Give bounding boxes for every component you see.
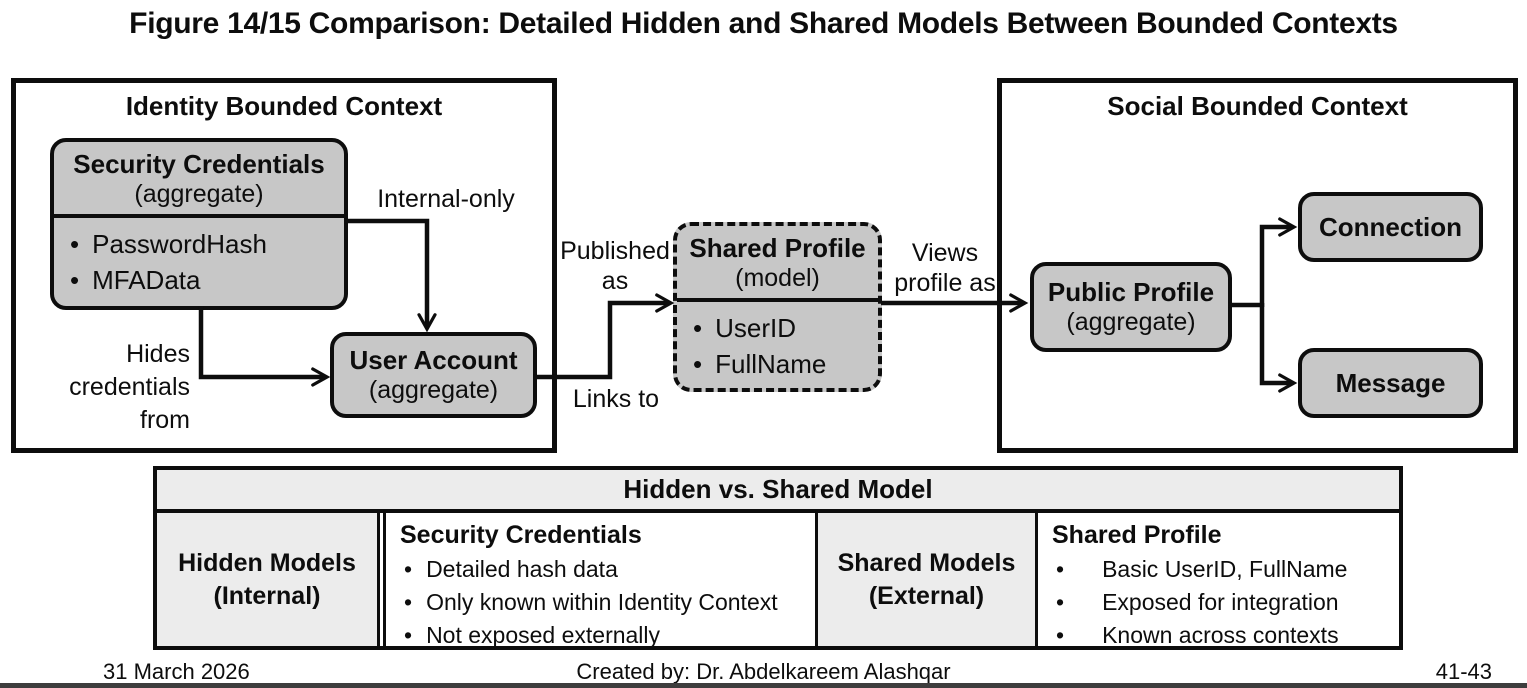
bullet-item: MFAData	[70, 262, 338, 298]
shared-profile-stereotype: (model)	[735, 264, 820, 292]
public-profile-node: Public Profile (aggregate)	[1030, 262, 1232, 352]
security-credentials-node: Security Credentials (aggregate) Passwor…	[50, 138, 348, 310]
message-node: Message	[1298, 348, 1483, 418]
bullet-item: FullName	[693, 346, 872, 382]
bullet-item: Known across contexts	[1052, 619, 1387, 652]
public-profile-stereotype: (aggregate)	[1066, 308, 1196, 336]
shared-models-detail-cell: Shared Profile Basic UserID, FullNameExp…	[1035, 513, 1399, 648]
hidden-models-cell: Hidden Models (Internal)	[157, 513, 377, 646]
shared-profile-attributes: UserIDFullName	[677, 310, 878, 382]
bullet-item: UserID	[693, 310, 872, 346]
shared-profile-name: Shared Profile	[689, 233, 866, 263]
shared-profile-node: Shared Profile (model) UserIDFullName	[673, 222, 882, 392]
hidden-models-detail-cell: Security Credentials Detailed hash dataO…	[377, 513, 815, 648]
table-body: Hidden Models (Internal) Security Creden…	[157, 513, 1399, 648]
bullet-item: Not exposed externally	[400, 619, 803, 652]
table-title: Hidden vs. Shared Model	[157, 470, 1399, 513]
bullet-item: Basic UserID, FullName	[1052, 553, 1387, 586]
footer-page-number: 41-43	[1435, 659, 1492, 684]
public-profile-name: Public Profile	[1047, 277, 1215, 307]
connection-node: Connection	[1298, 192, 1483, 262]
identity-context-title: Identity Bounded Context	[125, 91, 443, 121]
bottom-edge-rule	[0, 683, 1527, 688]
connection-name: Connection	[1319, 211, 1462, 242]
social-bounded-context: Social Bounded Context Public Profile (a…	[997, 78, 1518, 453]
shared-detail-heading: Shared Profile	[1052, 521, 1222, 549]
bullet-item: Exposed for integration	[1052, 586, 1387, 619]
footer-credit: Created by: Dr. Abdelkareem Alashqar	[576, 659, 951, 684]
bullet-item: Detailed hash data	[400, 553, 803, 586]
security-credentials-header: Security Credentials (aggregate)	[54, 142, 344, 218]
bullet-item: PasswordHash	[70, 226, 338, 262]
internal-only-label: Internal-only	[377, 185, 515, 213]
social-context-title: Social Bounded Context	[1107, 91, 1408, 121]
hidden-detail-heading: Security Credentials	[400, 521, 642, 549]
security-credentials-name: Security Credentials	[73, 149, 325, 179]
bullet-item: Only known within Identity Context	[400, 586, 803, 619]
identity-bounded-context: Identity Bounded Context Security Creden…	[11, 78, 557, 453]
security-credentials-attributes: PasswordHashMFAData	[54, 226, 344, 298]
shared-models-cell: Shared Models (External)	[815, 513, 1035, 646]
footer: 31 March 2026 Created by: Dr. Abdelkaree…	[0, 659, 1527, 684]
published-as-label: Published as	[560, 237, 670, 295]
slide-title: Figure 14/15 Comparison: Detailed Hidden…	[129, 7, 1398, 40]
shared-profile-header: Shared Profile (model)	[677, 226, 878, 302]
hidden-vs-shared-table: Hidden vs. Shared Model Hidden Models (I…	[153, 466, 1403, 650]
security-credentials-stereotype: (aggregate)	[134, 180, 264, 208]
hidden-detail-bullets: Detailed hash dataOnly known within Iden…	[400, 553, 803, 652]
views-profile-as-label: Views profile as	[894, 239, 996, 297]
user-account-stereotype: (aggregate)	[368, 376, 499, 404]
user-account-name: User Account	[349, 345, 518, 375]
links-to-label: Links to	[572, 385, 660, 413]
user-account-node: User Account (aggregate)	[330, 332, 537, 418]
footer-date: 31 March 2026	[103, 659, 250, 684]
shared-detail-bullets: Basic UserID, FullNameExposed for integr…	[1052, 553, 1387, 652]
hides-credentials-label: Hides credentials from	[69, 340, 190, 434]
message-name: Message	[1335, 367, 1446, 398]
